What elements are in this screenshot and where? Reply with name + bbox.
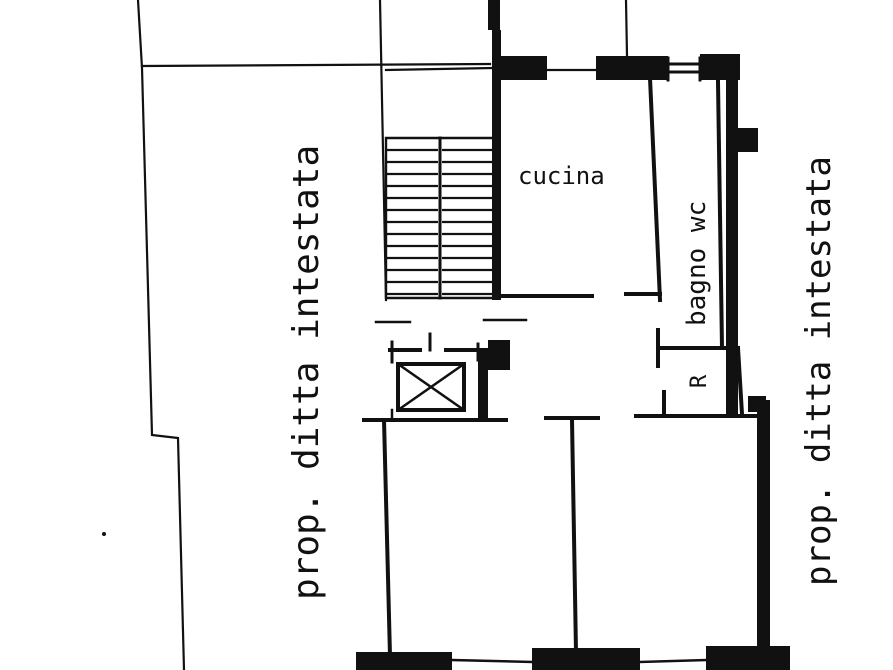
wall-bottom-block-3 (706, 646, 790, 670)
wall-bottom-block-1 (356, 652, 452, 670)
wall-east (726, 60, 738, 416)
partitions (362, 56, 762, 664)
wall-elevator-pier (488, 340, 510, 370)
wall-east-pier (730, 128, 758, 152)
kitchen-label: cucina (518, 162, 605, 190)
bathroom-label: bagno wc (682, 201, 712, 326)
wall-kitchen-west (492, 30, 501, 300)
wall-top-left-block (495, 56, 547, 80)
wall-bottom-block-2 (532, 648, 640, 670)
wall-lower-east-vertical (757, 400, 770, 650)
staircase (384, 136, 496, 300)
elevator (388, 332, 488, 420)
walls (356, 0, 790, 670)
wall-elevator-right (478, 352, 488, 418)
property-boundary-lines (136, 0, 629, 670)
wall-top-left-jamb (488, 0, 500, 30)
stair-treads (386, 148, 494, 296)
left-neighbor-label: prop. ditta intestata (286, 145, 327, 600)
right-neighbor-label: prop. ditta intestata (799, 156, 839, 586)
wall-top-mid-block (596, 56, 668, 80)
stray-dot (102, 532, 106, 536)
closet-label: R (687, 374, 712, 388)
